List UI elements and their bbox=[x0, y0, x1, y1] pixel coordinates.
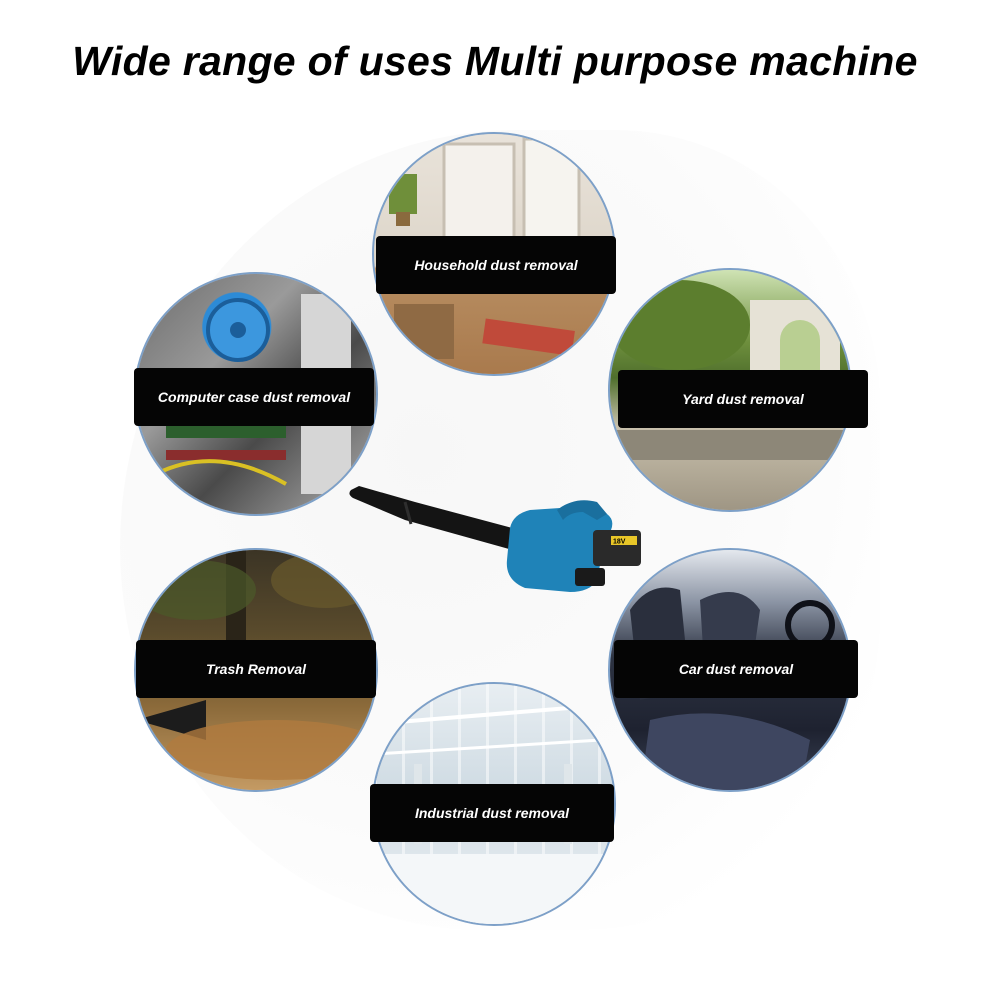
battery-tag bbox=[611, 536, 637, 545]
industrial-label: Industrial dust removal bbox=[370, 784, 614, 842]
page-title: Wide range of uses Multi purpose machine bbox=[72, 38, 918, 84]
computer-case-label: Computer case dust removal bbox=[134, 368, 374, 426]
blower-nozzle bbox=[349, 486, 527, 552]
car-label: Car dust removal bbox=[614, 640, 858, 698]
blower-battery bbox=[593, 530, 641, 566]
trash-label: Trash Removal bbox=[136, 640, 376, 698]
battery-voltage-text: 18V bbox=[613, 539, 626, 546]
yard-label: Yard dust removal bbox=[618, 370, 868, 428]
leaf-blower-product: 18V bbox=[349, 486, 641, 592]
household-label: Household dust removal bbox=[376, 236, 616, 294]
